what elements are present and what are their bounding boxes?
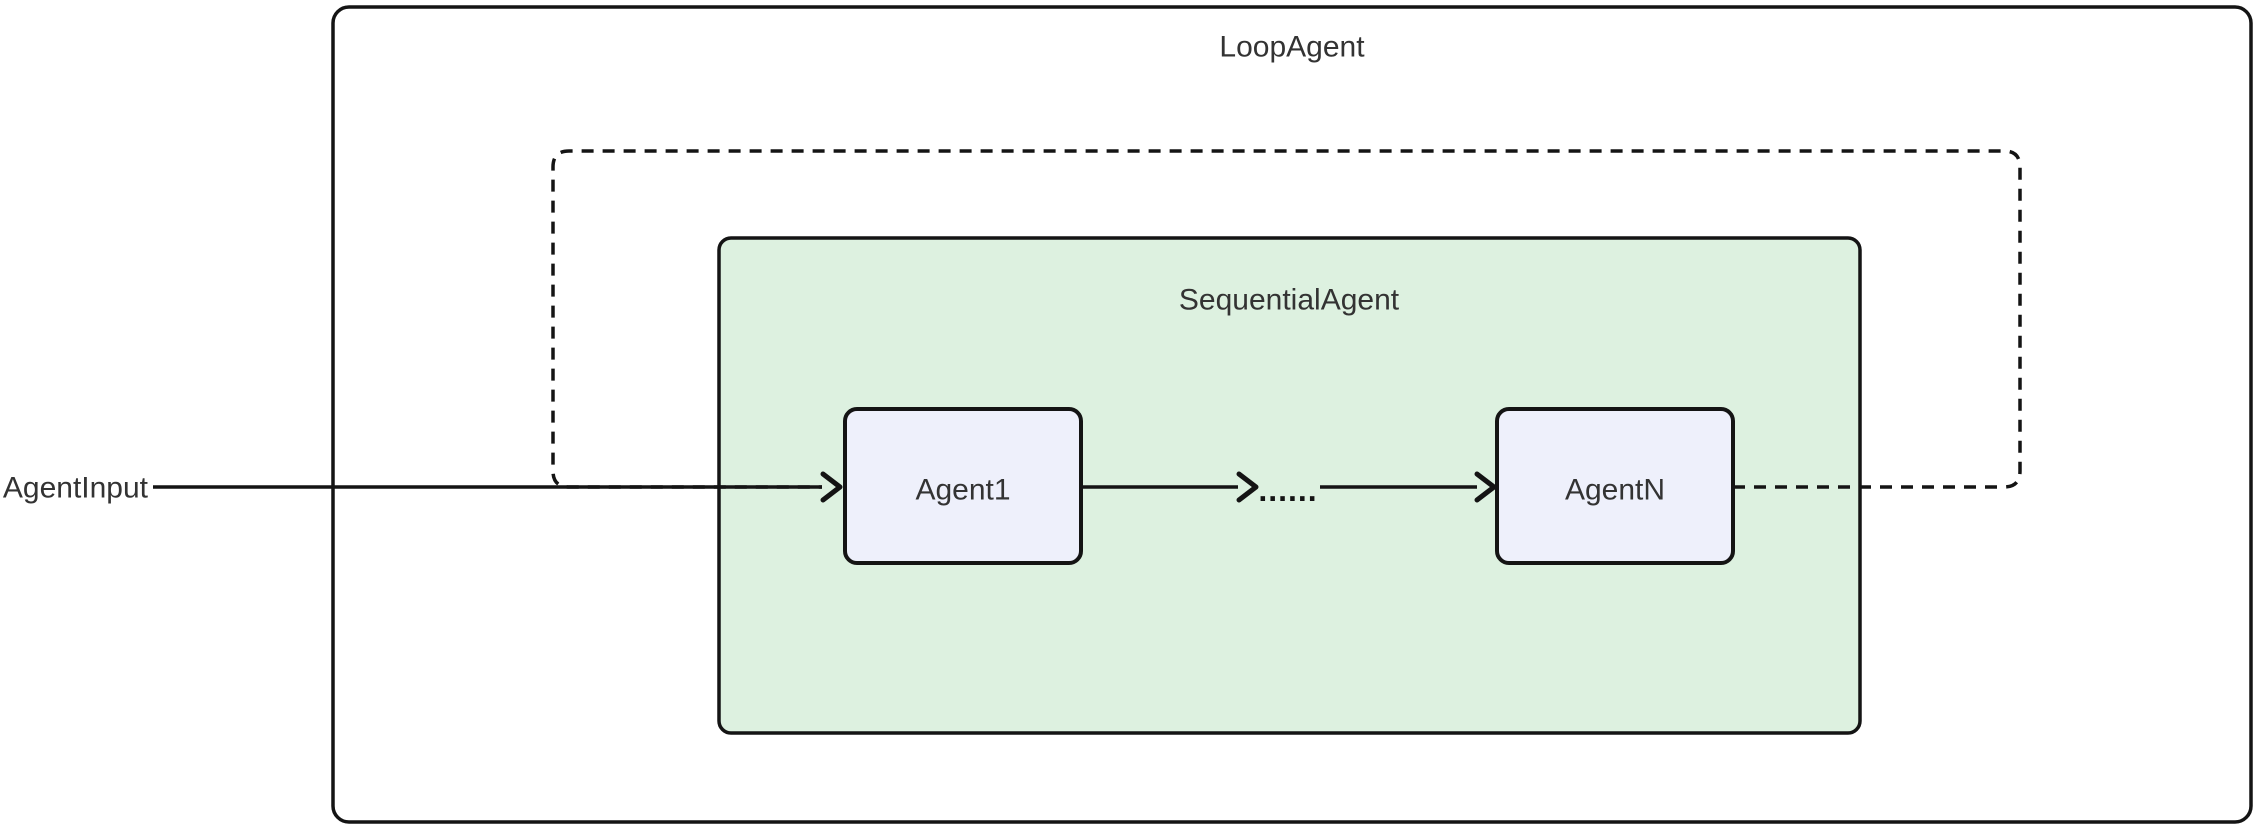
arrowhead-icon	[820, 471, 843, 503]
node-agent1-label: Agent1	[915, 474, 1010, 507]
sequential-agent-title: SequentialAgent	[1179, 284, 1400, 317]
node-agentn-label: AgentN	[1565, 474, 1665, 507]
loop-back-edge	[551, 149, 2022, 489]
loop-agent-title: LoopAgent	[1219, 31, 1365, 64]
edge-label-dots: ......	[1258, 472, 1317, 508]
agent-input-label: AgentInput	[3, 472, 149, 505]
arrowhead-icon	[1236, 471, 1259, 503]
node-agent1	[843, 407, 1083, 565]
node-agentn	[1495, 407, 1735, 565]
arrowhead-icon	[1474, 471, 1497, 503]
